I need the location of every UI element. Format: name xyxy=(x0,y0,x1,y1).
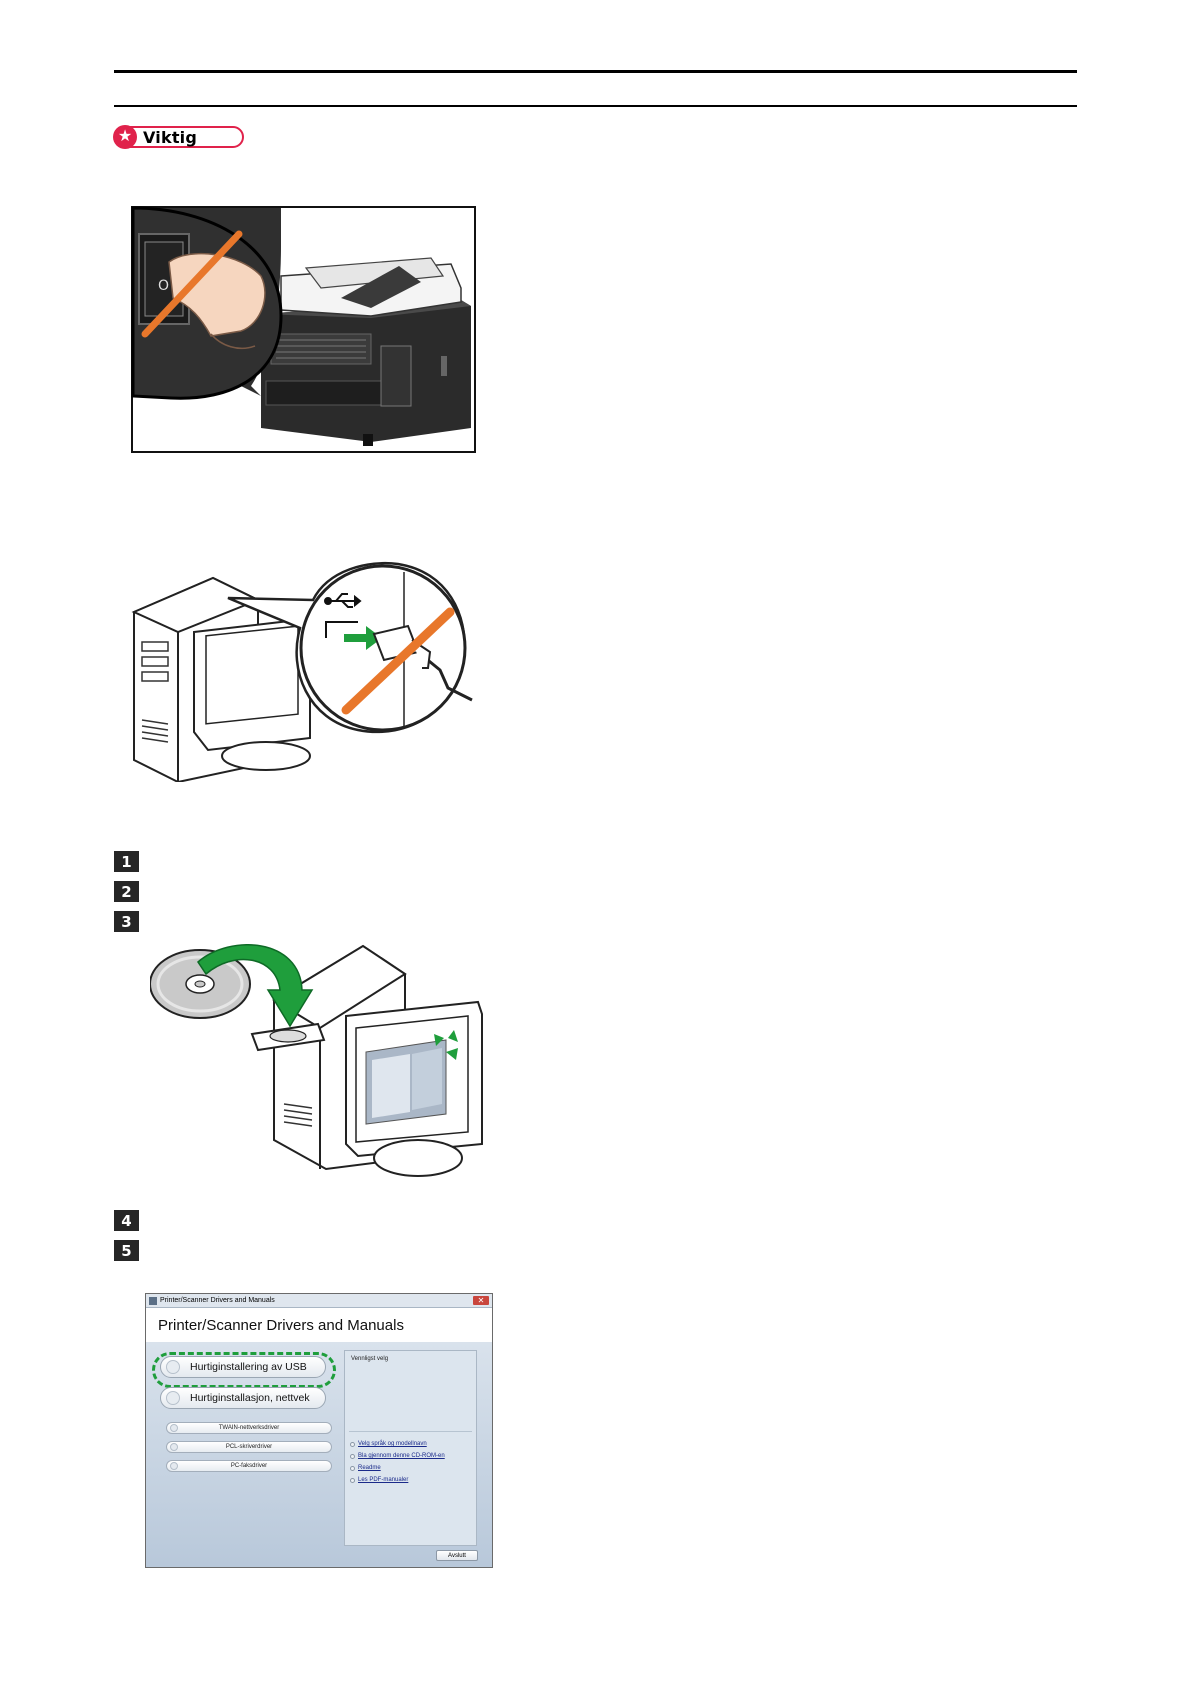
quick-install-usb-label: Hurtiginstallering av USB xyxy=(190,1361,307,1373)
power-switch-illustration: O xyxy=(131,206,476,453)
browse-cd-link[interactable]: Bla gjennom denne CD-ROM-en xyxy=(350,1453,445,1459)
disc-icon xyxy=(170,1443,178,1451)
dialog-header: Printer/Scanner Drivers and Manuals xyxy=(146,1308,492,1343)
step-2-marker: 2 xyxy=(114,881,139,902)
step-3-marker: 3 xyxy=(114,911,139,932)
star-icon: ★ xyxy=(113,125,137,149)
header-rule-top xyxy=(114,70,1077,73)
exit-button[interactable]: Avslutt xyxy=(436,1550,478,1561)
pcl-driver-button[interactable]: PCL-skriverdriver xyxy=(166,1441,332,1453)
click-indicator-icon xyxy=(434,1030,458,1060)
insert-arrow-icon xyxy=(197,944,314,1028)
twain-driver-button[interactable]: TWAIN-nettverksdriver xyxy=(166,1422,332,1434)
bullet-icon xyxy=(350,1477,355,1483)
bullet-icon xyxy=(350,1453,355,1459)
info-panel: Vennligst velg Velg språk og modellnavn … xyxy=(344,1350,477,1546)
important-badge: ★ Viktig xyxy=(113,125,244,149)
prohibit-strike-line xyxy=(141,230,243,338)
step-4-marker: 4 xyxy=(114,1210,139,1231)
step-5-marker: 5 xyxy=(114,1240,139,1261)
app-icon xyxy=(149,1296,157,1305)
select-language-link[interactable]: Velg språk og modellnavn xyxy=(350,1441,427,1447)
usb-cable-illustration xyxy=(128,560,478,782)
header-rule-bottom xyxy=(114,105,1077,107)
installer-dialog-screenshot: Printer/Scanner Drivers and Manuals ✕ Pr… xyxy=(145,1293,493,1568)
disc-icon xyxy=(170,1424,178,1432)
quick-install-network-label: Hurtiginstallasjon, nettvek xyxy=(190,1392,310,1404)
bullet-icon xyxy=(350,1441,355,1447)
close-button[interactable]: ✕ xyxy=(473,1296,489,1305)
panel-divider xyxy=(349,1431,472,1432)
bullet-icon xyxy=(350,1465,355,1471)
important-label: Viktig xyxy=(143,127,198,147)
quick-install-network-button[interactable]: Hurtiginstallasjon, nettvek xyxy=(160,1387,326,1409)
browse-cd-label: Bla gjennom denne CD-ROM-en xyxy=(358,1453,445,1459)
info-panel-title: Vennligst velg xyxy=(351,1356,389,1362)
readme-link[interactable]: Readme xyxy=(350,1465,381,1471)
pdf-manuals-link[interactable]: Les PDF-manualer xyxy=(350,1477,408,1483)
insert-cd-illustration xyxy=(150,944,485,1179)
pcl-driver-label: PCL-skriverdriver xyxy=(225,1444,273,1450)
pc-fax-driver-label: PC-faksdriver xyxy=(230,1463,268,1469)
pdf-manuals-label: Les PDF-manualer xyxy=(358,1477,409,1483)
prohibit-strike-line xyxy=(341,607,455,715)
usb-option-highlight xyxy=(152,1352,336,1388)
disc-icon xyxy=(170,1462,178,1470)
quick-install-usb-button[interactable]: Hurtiginstallering av USB xyxy=(160,1356,326,1378)
cd-icon xyxy=(150,949,251,1019)
readme-label: Readme xyxy=(358,1465,381,1471)
switch-off-symbol: O xyxy=(158,278,169,294)
magnified-switch-callout: O xyxy=(131,206,283,400)
dialog-body: Hurtiginstallering av USB Hurtiginstalla… xyxy=(146,1342,492,1567)
dialog-titlebar: Printer/Scanner Drivers and Manuals ✕ xyxy=(146,1294,492,1308)
twain-driver-label: TWAIN-nettverksdriver xyxy=(218,1425,280,1431)
disc-icon xyxy=(166,1391,180,1405)
usb-icon xyxy=(324,593,362,608)
dialog-window-title: Printer/Scanner Drivers and Manuals xyxy=(160,1297,275,1304)
printer-illustration xyxy=(261,257,471,446)
insert-arrow-icon xyxy=(344,626,382,650)
step-1-marker: 1 xyxy=(114,851,139,872)
select-language-label: Velg språk og modellnavn xyxy=(358,1441,427,1447)
pc-fax-driver-button[interactable]: PC-faksdriver xyxy=(166,1460,332,1472)
